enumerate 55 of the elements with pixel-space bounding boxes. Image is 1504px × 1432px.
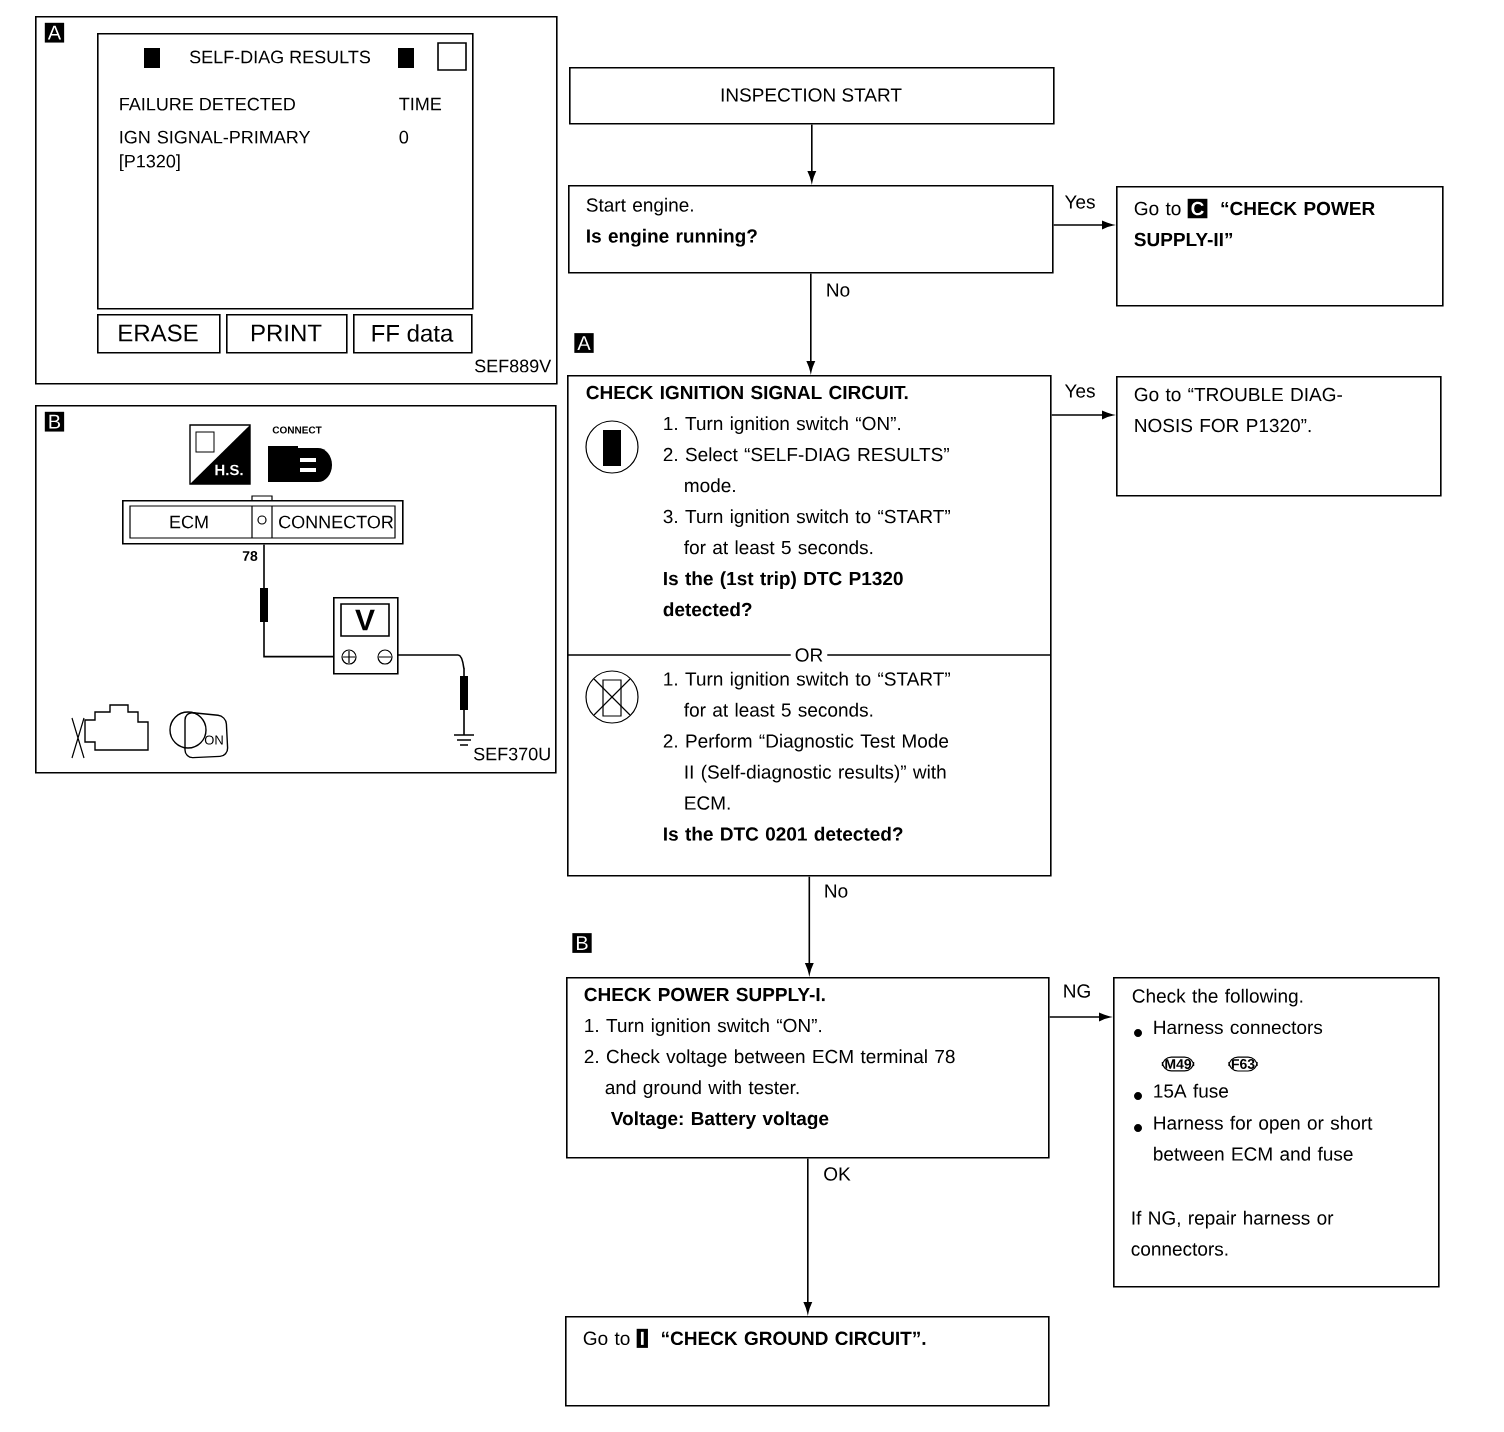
- arrow: [807, 123, 816, 182]
- node-label: Voltage: Battery voltage: [610, 1111, 829, 1130]
- node-label: CHECK IGNITION SIGNAL CIRCUIT.: [586, 385, 908, 400]
- letter-badge: C: [1187, 198, 1208, 219]
- edge-label: Yes: [1063, 383, 1097, 399]
- letter-badge: A: [574, 333, 594, 353]
- letter-badge: A: [44, 22, 65, 43]
- node-label: CHECK POWER SUPPLY-I.: [584, 987, 825, 1002]
- edge-label: No: [822, 883, 850, 899]
- node-label: Harness for open or short between ECM and fuse: [1154, 1115, 1373, 1161]
- start-box: INSPECTION START: [569, 67, 1055, 125]
- node-label: 2. Select “SELF-DIAG RESULTS” mode.: [663, 447, 949, 493]
- goto-box: Go to “TROUBLE DIAG-NOSIS FOR P1320”.: [1116, 376, 1442, 497]
- node-label: Is the (1st trip) DTC P1320 detected?: [663, 571, 903, 617]
- node-label: OR: [795, 648, 823, 662]
- terminal-number: 78: [242, 551, 258, 561]
- wire: [263, 543, 334, 658]
- node-label: Harness connectors: [1154, 1020, 1323, 1035]
- node-label: 2. Perform “Diagnostic Test Mode II (Self-diagnostic results)” with ECM.: [663, 733, 949, 810]
- node-label: 1. Turn ignition switch “ON”.: [664, 416, 901, 435]
- letter-badge: B: [572, 933, 592, 953]
- edge-label: OK: [822, 1166, 852, 1182]
- node-label: If NG, repair harness or connectors.: [1131, 1210, 1334, 1256]
- node-label: 1. Turn ignition switch “ON”.: [585, 1018, 822, 1037]
- icon-label: CONNECT: [272, 426, 322, 434]
- letter-badge: B: [44, 411, 65, 432]
- node-label: 1. Turn ignition switch to “START” for at least 5 seconds.: [664, 671, 950, 717]
- arrow: [805, 875, 814, 974]
- node-label: 15A fuse: [1154, 1083, 1229, 1098]
- arrow: [806, 272, 815, 372]
- screen-button: FF data: [353, 314, 473, 354]
- decision-box: Start engine. Is engine running?: [568, 185, 1054, 274]
- screen-button: PRINT: [226, 314, 348, 354]
- node-label: Is the DTC 0201 detected?: [664, 826, 903, 841]
- edge-label: Yes: [1063, 194, 1097, 210]
- node-label: Check the following.: [1132, 988, 1303, 1007]
- letter-badge: I: [636, 1328, 648, 1348]
- screen-button: ERASE: [97, 314, 221, 354]
- goto-box: Go to C “CHECK POWER SUPPLY-II”: [1116, 186, 1444, 307]
- decision-box: CHECK POWER SUPPLY-I. 1. Turn ignition switch “ON”. 2. Check voltage between ECM terminal 78 and ground with tester. Voltage: Battery voltage: [566, 977, 1050, 1159]
- node-label: 2. Check voltage between ECM terminal 78 and ground with tester.: [584, 1049, 955, 1099]
- edge-label: NG: [1061, 983, 1093, 999]
- arrow: [803, 1157, 812, 1313]
- node-label: 3. Turn ignition switch to “START” for at least 5 seconds.: [663, 509, 950, 555]
- icon-label: ON: [204, 735, 223, 745]
- goto-box: Go to I “CHECK GROUND CIRCUIT”.: [565, 1316, 1050, 1407]
- icon-label: H.S.: [215, 464, 243, 476]
- connector-block: ECM CONNECTOR: [122, 495, 404, 545]
- decision-box: CHECK IGNITION SIGNAL CIRCUIT. 1. Turn ignition switch “ON”. 2. Select “SELF-DIAG RESULTS” mode. 3. Turn ignition switch to “START” for at least 5 seconds. Is the (1st trip) DTC P1320 detected? OR 1. Turn ignition switch to “START” for at least 5 seconds. 2. Perform “Diagnostic Test Mode II (Self-diagnostic results)” with ECM. Is the DTC 0201 detected?: [566, 375, 1052, 877]
- screen-display: SELF-DIAG RESULTS FAILURE DETECTED TIME IGN SIGNAL-PRIMARY [P1320] 0: [97, 33, 474, 310]
- arrow: [1052, 221, 1113, 229]
- arrow: [1048, 1013, 1110, 1021]
- voltmeter: V: [333, 597, 399, 675]
- edge-label: No: [824, 282, 852, 298]
- arrow: [1050, 411, 1113, 419]
